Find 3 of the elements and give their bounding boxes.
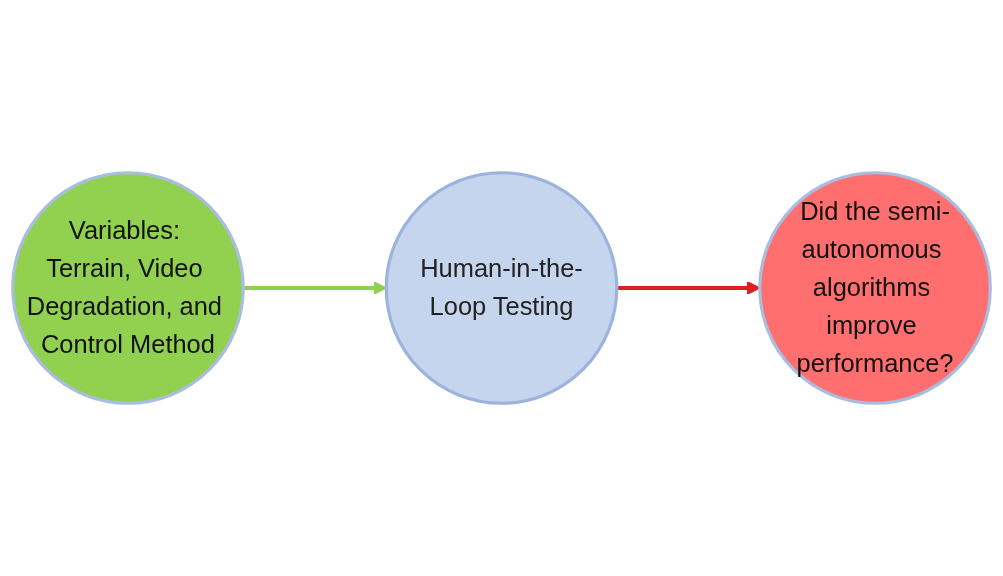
node-circle: Variables: Terrain, Video Degradation, and Control Method (11, 171, 245, 405)
node-circle: Human-in-the-Loop Testing (384, 171, 619, 405)
node-circle: Did the semi-autonomous algorithms improve performance? (758, 171, 992, 405)
